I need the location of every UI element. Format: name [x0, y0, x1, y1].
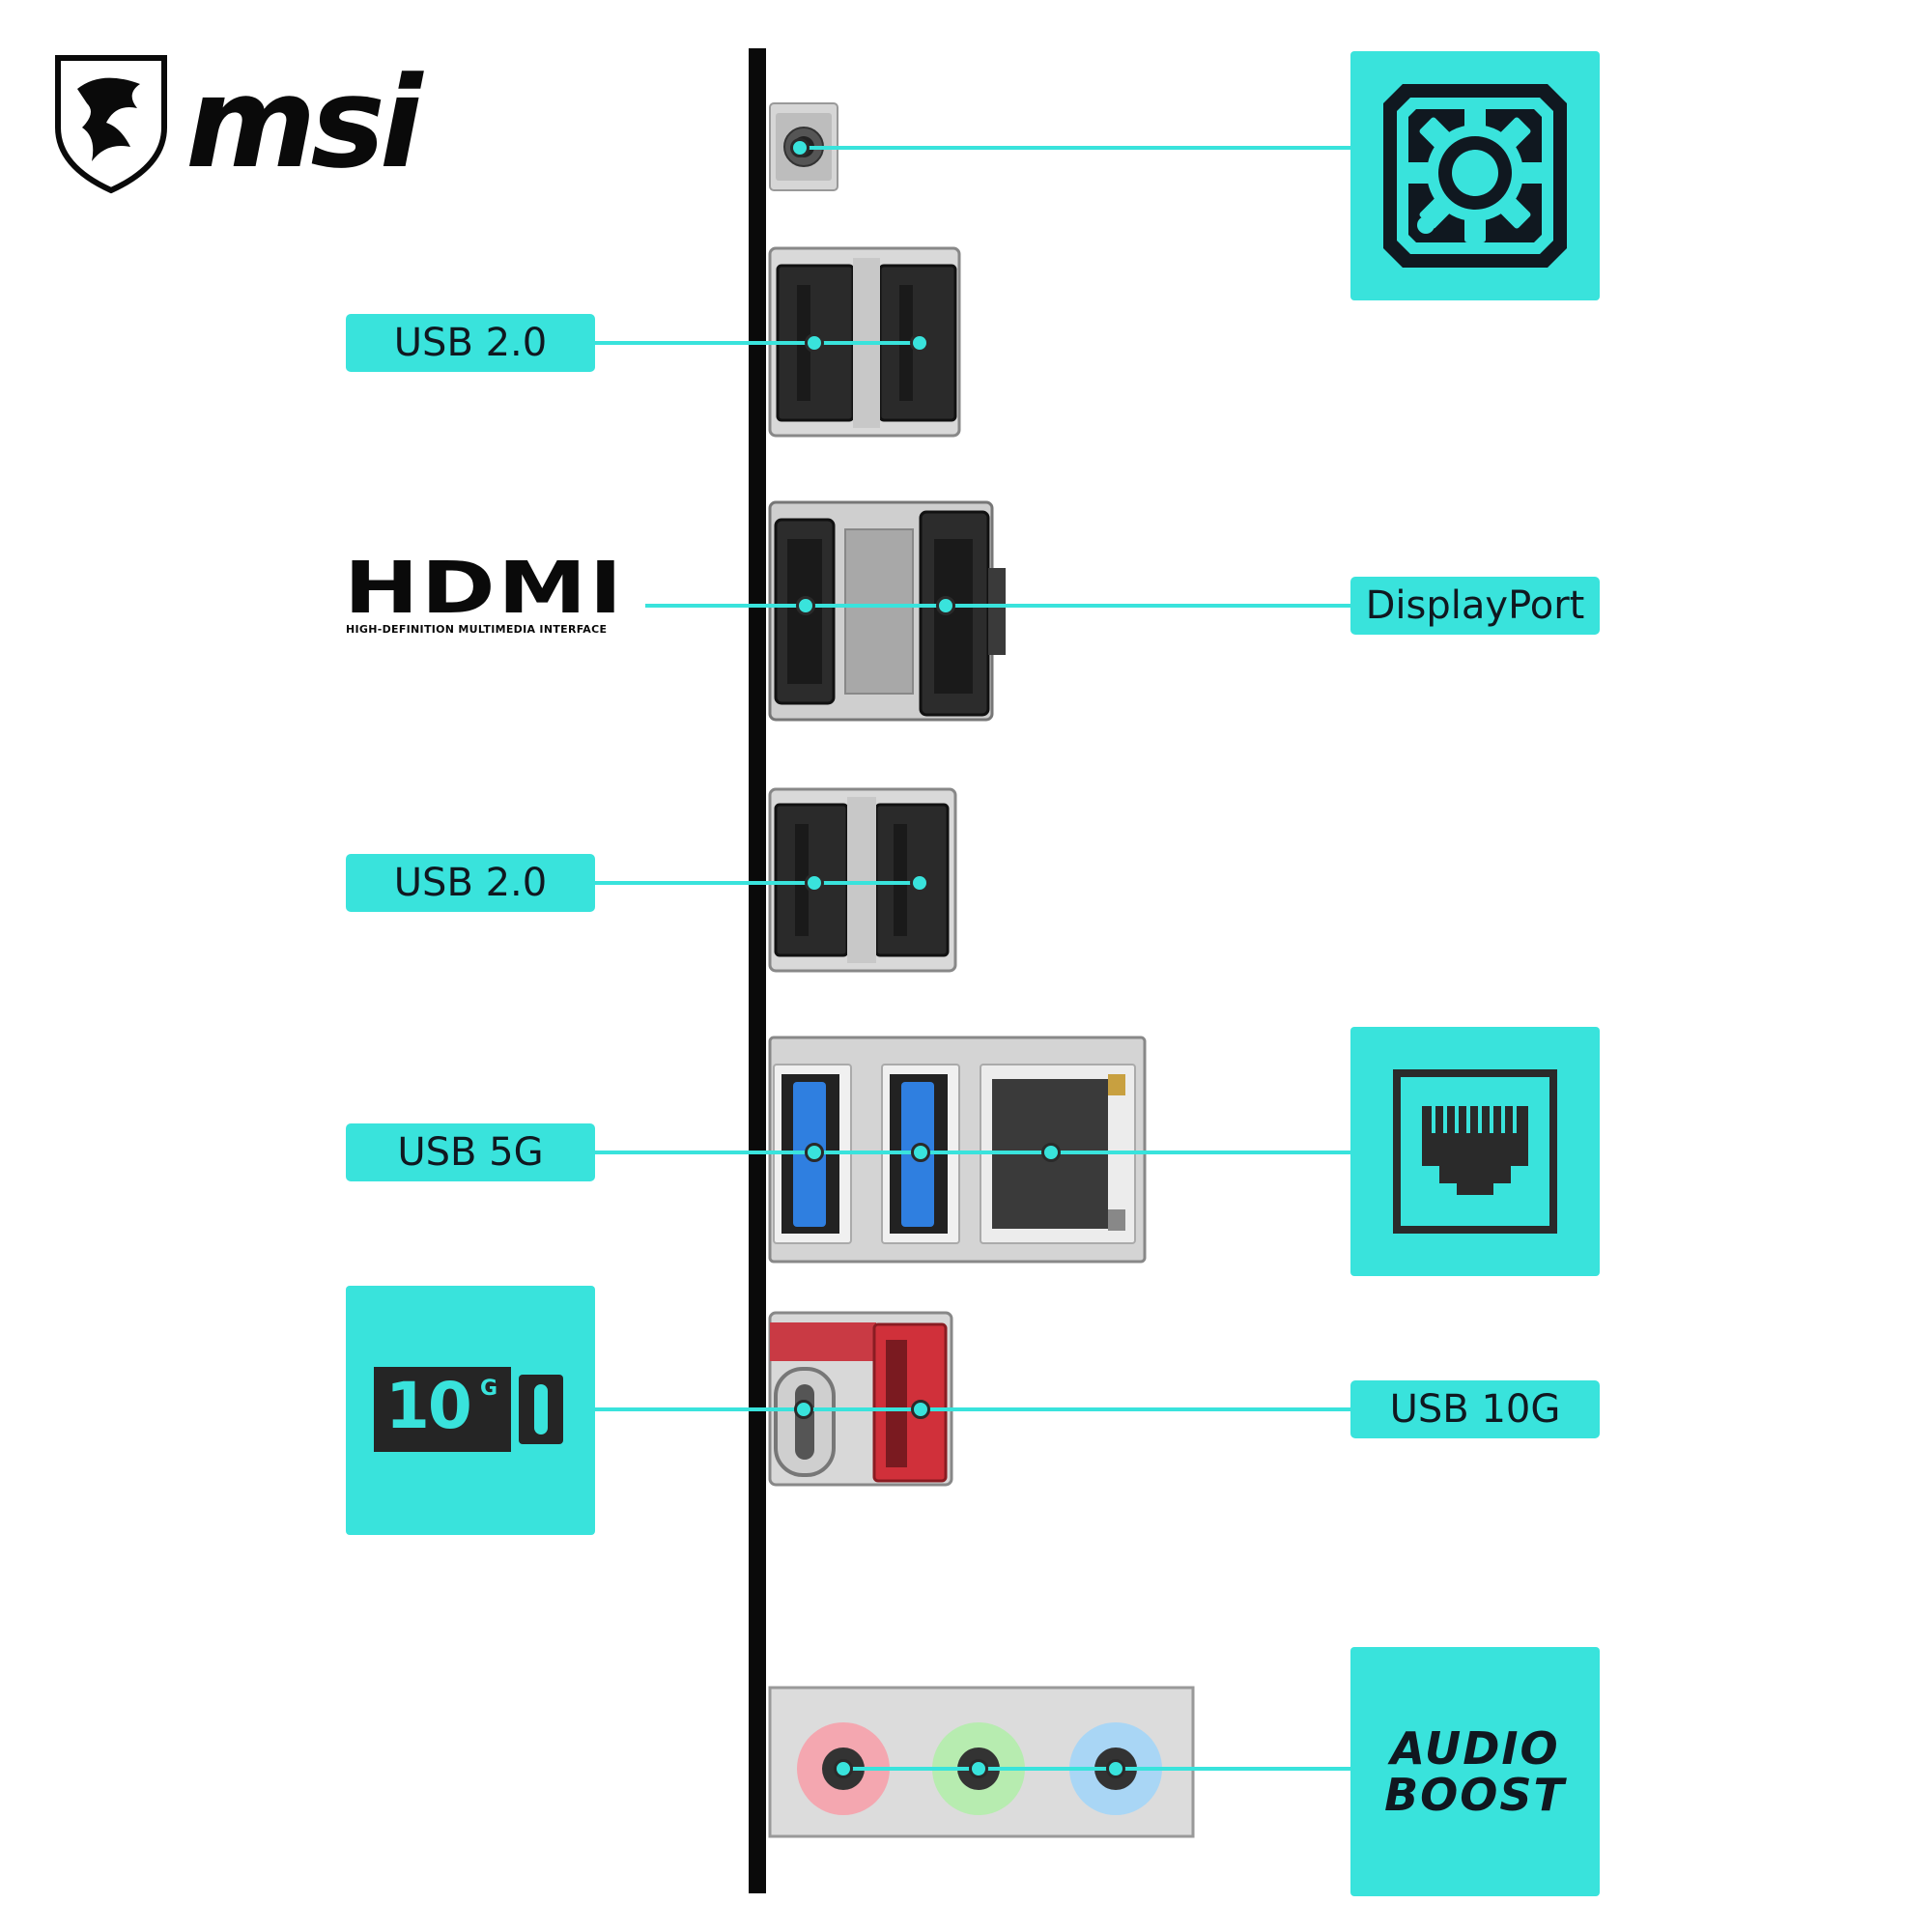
usb20-bottom-ports [768, 787, 957, 973]
connector-dot-usb20-bottom-a [805, 873, 824, 893]
usb10g-label: USB 10G [1350, 1380, 1600, 1438]
usb20-bottom-label: USB 2.0 [346, 854, 595, 912]
connector-dot-usb10g-c [794, 1400, 813, 1419]
dragon-shield-icon [55, 55, 167, 194]
connector-dot-usb5g-a [805, 1143, 824, 1162]
connector-line-bios [800, 146, 1350, 150]
audio-boost-line2: BOOST [1384, 1769, 1566, 1821]
connector-dot-audio-pink [834, 1759, 853, 1778]
connector-dot-hdmi [796, 596, 815, 615]
connector-dot-audio-green [969, 1759, 988, 1778]
usb10g-ports [768, 1311, 953, 1487]
msi-logo-text: msi [185, 49, 422, 196]
connector-line-usb20-top [595, 341, 923, 345]
connector-dot-usb20-top-a [805, 333, 824, 353]
hdmi-trademark: ™ [599, 565, 614, 583]
displayport-label: DisplayPort [1350, 577, 1600, 635]
connector-line-usb10g [595, 1407, 1350, 1411]
panel-divider [749, 48, 766, 1893]
bios-icon-box [1350, 51, 1600, 300]
gear-chip-icon [1383, 84, 1567, 268]
hdmi-logo-word: HDMI [344, 547, 625, 630]
connector-dot-usb5g-b [911, 1143, 930, 1162]
ethernet-port-icon [1393, 1069, 1557, 1234]
connector-line-usb20-bottom [595, 881, 923, 885]
connector-line-usb5g-lan [595, 1151, 1350, 1154]
connector-line-audio [843, 1767, 1350, 1771]
audio-boost-line1: AUDIO [1390, 1721, 1560, 1775]
usb5g-label: USB 5G [346, 1123, 595, 1181]
usb20-top-label: USB 2.0 [346, 314, 595, 372]
usb10g-icon-box: 10 G [346, 1286, 595, 1535]
tenG-number: 10 [385, 1369, 472, 1443]
connector-dot-usb20-bottom-b [910, 873, 929, 893]
hdmi-displayport-ports [768, 500, 1006, 722]
connector-line-video [645, 604, 1350, 608]
usb-c-10g-icon: 10 G [374, 1367, 567, 1454]
tenG-superscript: G [480, 1377, 498, 1401]
connector-dot-usb10g-a [911, 1400, 930, 1419]
connector-dot-displayport [936, 596, 955, 615]
connector-dot-lan [1041, 1143, 1061, 1162]
connector-dot-audio-blue [1106, 1759, 1125, 1778]
connector-dot-usb20-top-b [910, 333, 929, 353]
hdmi-subtitle: HIGH-DEFINITION MULTIMEDIA INTERFACE [346, 623, 608, 636]
connector-dot-bios [790, 138, 810, 157]
audio-boost-icon: AUDIO BOOST [1350, 1647, 1600, 1896]
lan-icon-box [1350, 1027, 1600, 1276]
